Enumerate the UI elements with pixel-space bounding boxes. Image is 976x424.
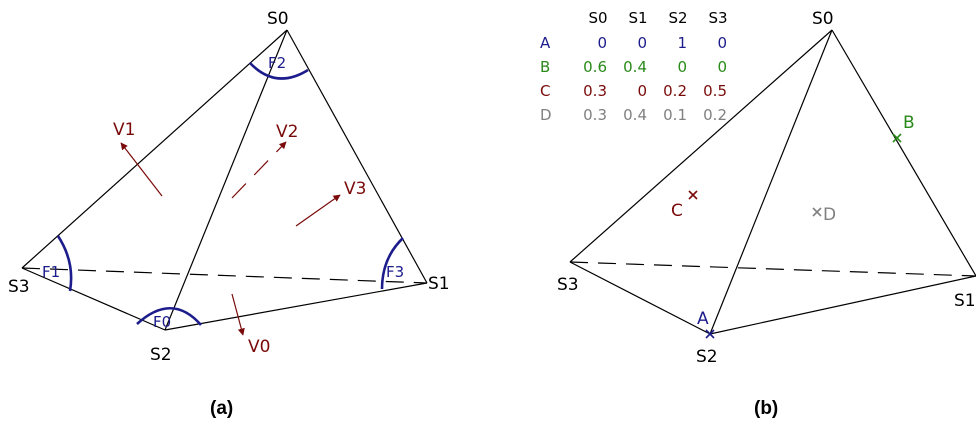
vertex-label-s0: S0 <box>267 9 289 29</box>
table-cell: 0 <box>597 34 607 52</box>
edge-s0-s1 <box>831 29 976 277</box>
table-cell: 0.4 <box>623 58 647 76</box>
vertex-label-s2: S2 <box>150 345 172 365</box>
table-cell: 0.5 <box>703 82 727 100</box>
table-cell: 0.1 <box>663 106 687 124</box>
vertex-label-s3: S3 <box>557 275 579 295</box>
face-arc-f1 <box>56 235 73 292</box>
face-arc-f2 <box>249 62 309 80</box>
table-cell: 0 <box>637 34 647 52</box>
panel-b-edges <box>569 29 976 335</box>
vertex-label-s1: S1 <box>954 291 976 311</box>
caption-a: (a) <box>210 398 233 419</box>
table-col-header: S0 <box>588 9 607 27</box>
table-cell: 0.6 <box>583 58 607 76</box>
point-b-marker <box>892 133 902 143</box>
point-a-marker <box>705 329 715 339</box>
point-d-marker <box>812 207 822 217</box>
point-label-a: A <box>697 309 709 329</box>
table-cell: 0 <box>677 58 687 76</box>
point-label-c: C <box>671 201 683 221</box>
point-label-d: D <box>823 205 836 225</box>
table-col-header: S1 <box>628 9 647 27</box>
caption-b: (b) <box>754 398 778 419</box>
table-col-header: S2 <box>668 9 687 27</box>
edge-s0-s3 <box>569 29 833 263</box>
vector-arrow-v3 <box>295 194 341 227</box>
table-cell: 0.2 <box>703 106 727 124</box>
table-col-header: S3 <box>708 9 727 27</box>
edge-s2-s1 <box>164 282 428 331</box>
face-arc-f3 <box>380 237 404 290</box>
edge-s0-s3 <box>21 29 288 269</box>
edge-s0-s1 <box>286 29 428 284</box>
table-cell: 0.2 <box>663 82 687 100</box>
vertex-label-s0: S0 <box>812 9 834 29</box>
face-label-f3: F3 <box>386 263 404 281</box>
panel-a-face-arcs <box>56 62 404 326</box>
panel-a-edges <box>21 29 428 331</box>
panel-a: S0 S1 S2 S3 F2 F1 F3 F0 V1 V2 V3 V0 (a) <box>8 9 450 419</box>
face-arc-f0 <box>136 306 202 326</box>
vector-arrow-v0 <box>231 293 245 336</box>
vector-label-v0: V0 <box>248 337 270 357</box>
table-cell: 0 <box>637 82 647 100</box>
barycentric-table: S0 S1 S2 S3 A 0 0 1 0 B 0.6 0.4 0 0 C 0.… <box>540 9 728 124</box>
vertex-label-s2: S2 <box>696 347 718 367</box>
table-cell: 0 <box>717 58 727 76</box>
table-cell: 0 <box>717 34 727 52</box>
hidden-edge-s3-s1 <box>21 267 428 284</box>
face-label-f0: F0 <box>153 313 171 331</box>
vector-label-v1: V1 <box>113 120 135 140</box>
panel-a-vectors <box>120 141 341 336</box>
edge-s0-s2 <box>164 29 288 331</box>
vertex-label-s1: S1 <box>428 274 450 294</box>
table-row-label: C <box>540 82 550 100</box>
vector-arrow-v2 <box>231 141 287 199</box>
table-cell: 1 <box>677 34 687 52</box>
table-row-label: A <box>540 34 551 52</box>
vector-label-v3: V3 <box>344 179 366 199</box>
point-label-b: B <box>903 113 915 133</box>
vector-arrow-v1 <box>120 142 163 197</box>
face-label-f1: F1 <box>42 263 60 281</box>
point-c-marker <box>688 190 698 200</box>
edge-s2-s1 <box>709 275 976 335</box>
table-row-label: D <box>540 106 552 124</box>
face-label-f2: F2 <box>268 54 286 72</box>
edge-s0-s2 <box>709 29 833 335</box>
edge-s3-s2 <box>569 261 711 335</box>
table-cell: 0.4 <box>623 106 647 124</box>
hidden-edge-s3-s1 <box>569 261 976 277</box>
table-cell: 0.3 <box>583 106 607 124</box>
panel-b: S0 S1 S2 S3 A B C D S0 S1 S2 S3 A 0 0 1 … <box>540 9 976 419</box>
vector-label-v2: V2 <box>276 122 298 142</box>
table-cell: 0.3 <box>583 82 607 100</box>
vertex-label-s3: S3 <box>8 277 30 297</box>
table-row-label: B <box>540 58 550 76</box>
